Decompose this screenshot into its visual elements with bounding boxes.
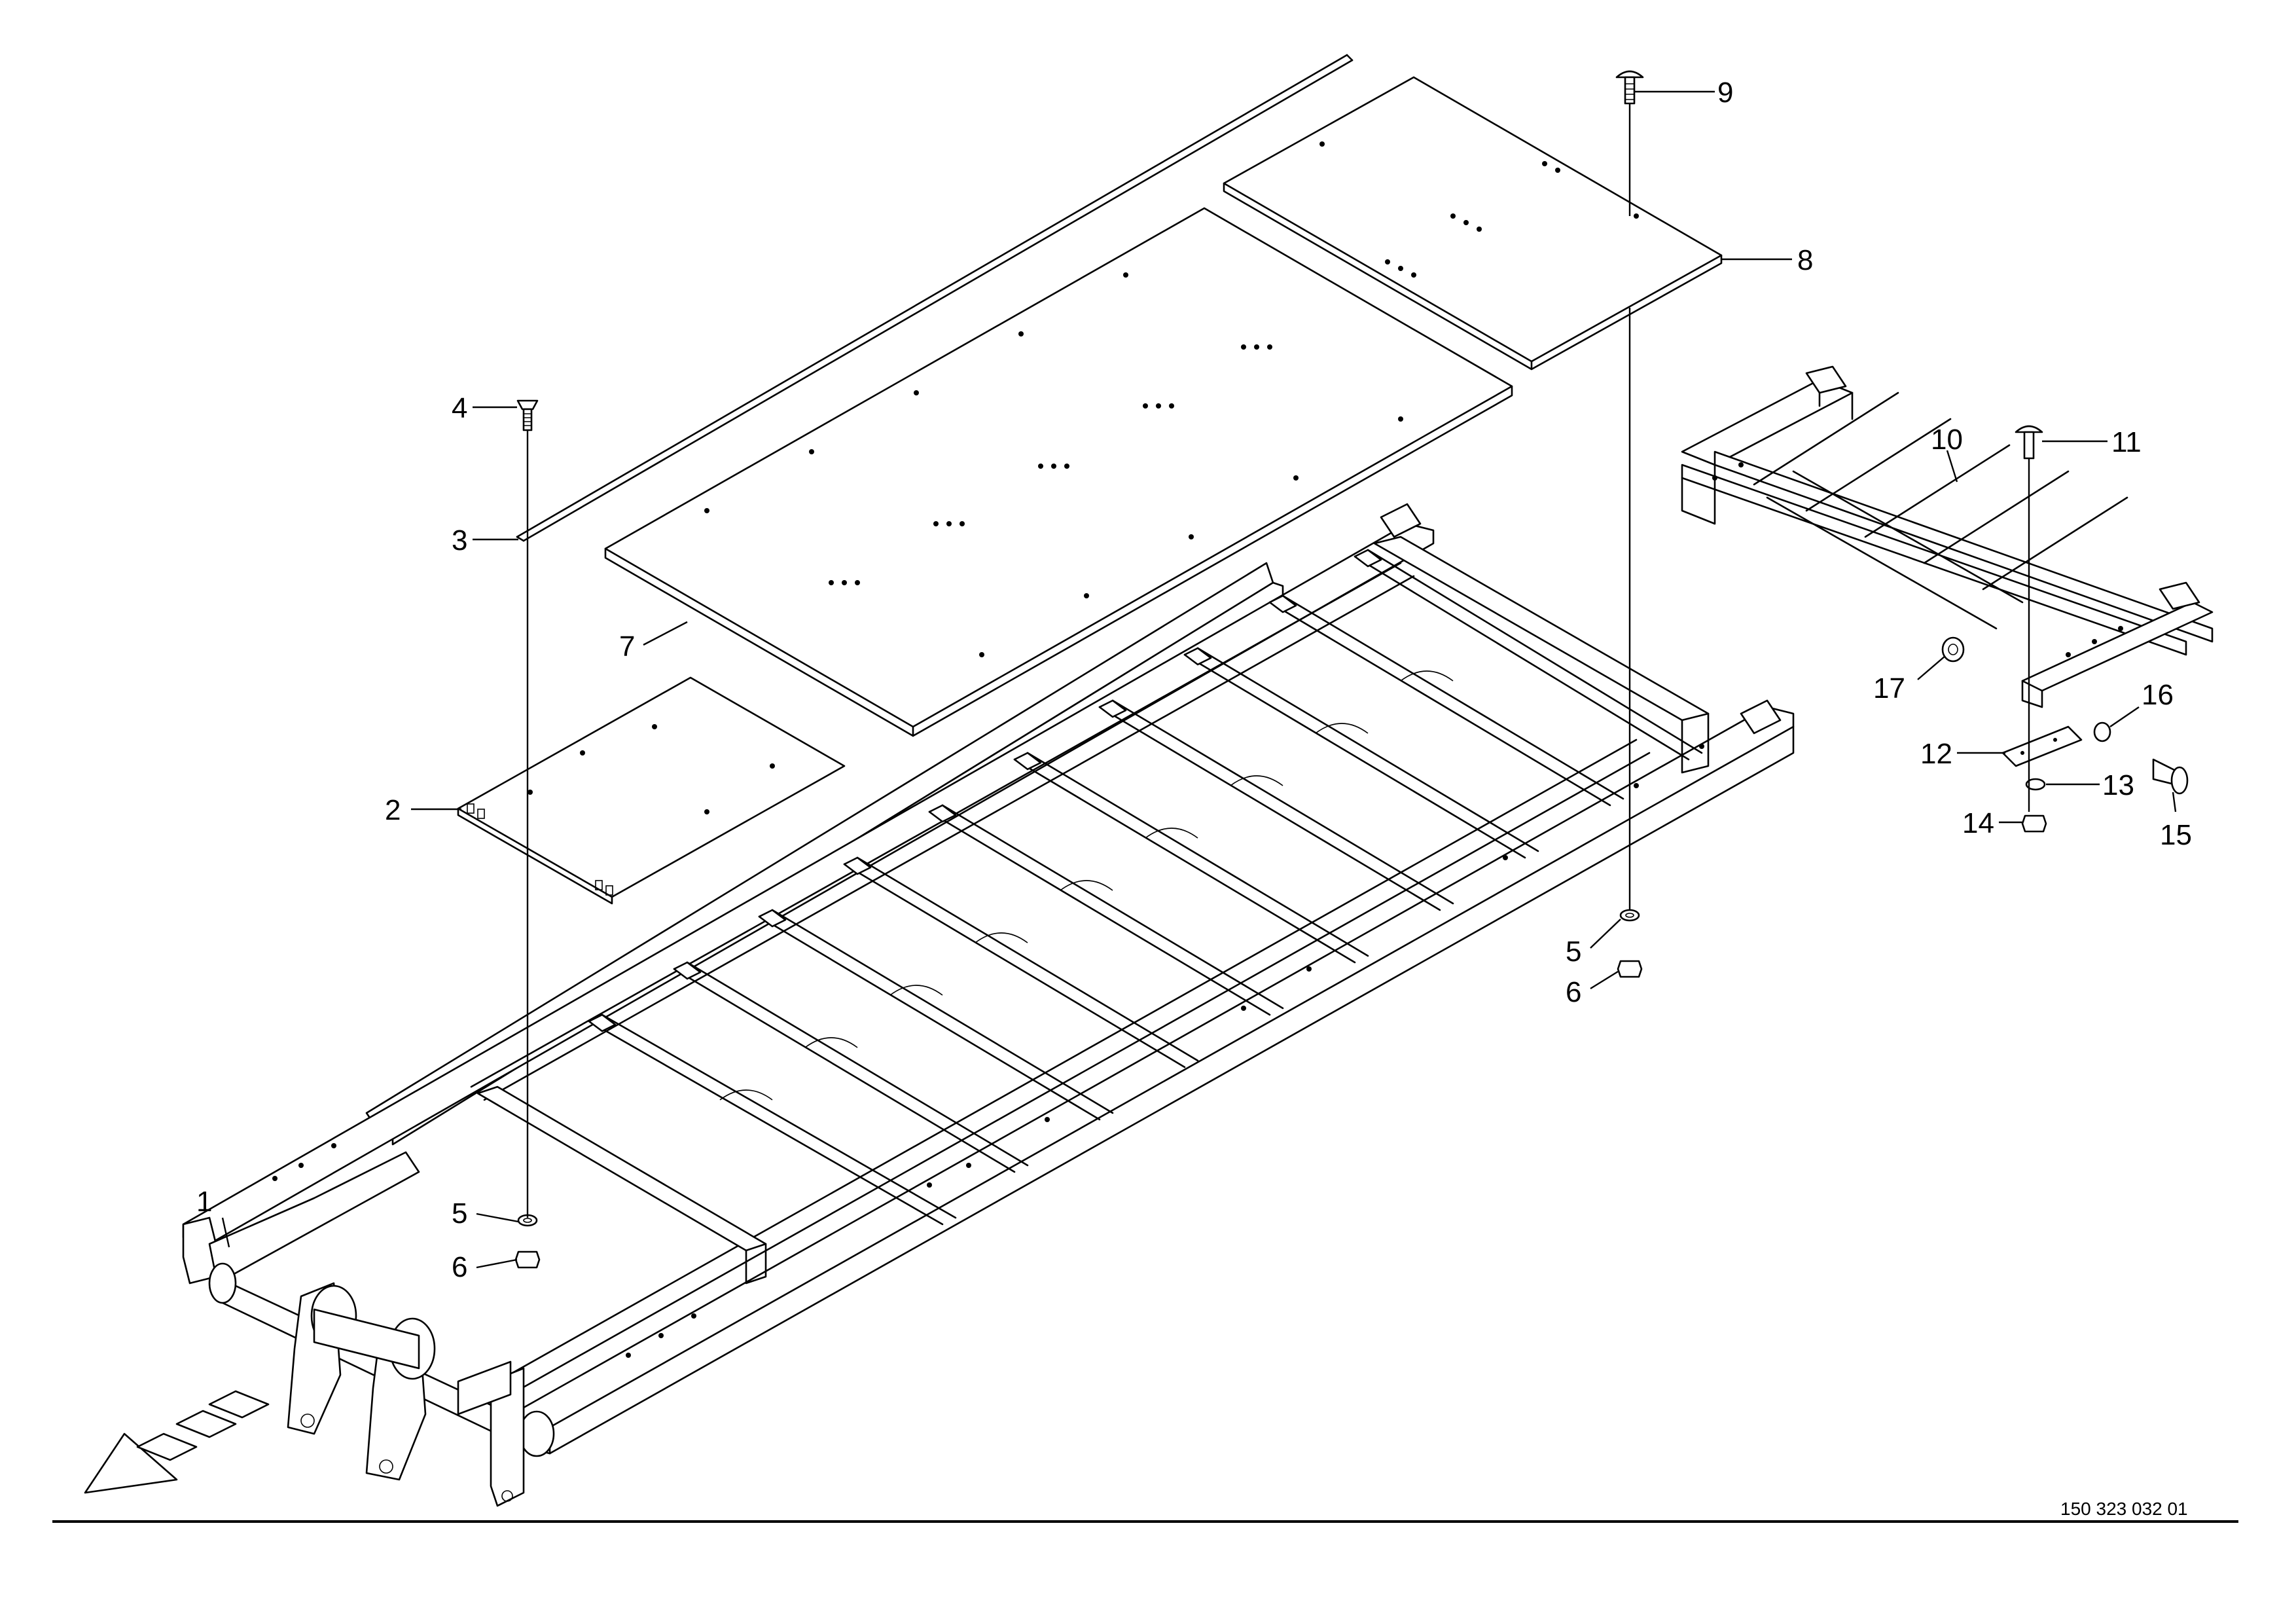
washer-part-5-right [1619, 909, 1640, 922]
callout-3: 3 [452, 524, 467, 556]
callout-2: 2 [385, 794, 401, 826]
callout-labels: 1 2 3 4 5 5 6 6 7 8 9 10 11 12 13 14 15 … [196, 77, 2192, 1283]
plate-part-12 [2001, 725, 2083, 767]
callout-5-right: 5 [1566, 936, 1581, 968]
carriage-bolt-part-15 [2152, 758, 2189, 795]
nut-part-6-right [1617, 960, 1643, 978]
callout-17: 17 [1873, 672, 1905, 704]
callout-10: 10 [1931, 424, 1963, 456]
callout-8: 8 [1797, 244, 1813, 276]
travel-direction-arrow-icon [84, 1390, 270, 1494]
assembly-axis-lines [526, 103, 2030, 1218]
callout-6-right: 6 [1566, 976, 1581, 1008]
nut-part-6-left [514, 1250, 541, 1269]
callout-4: 4 [452, 392, 467, 424]
callout-9: 9 [1717, 77, 1733, 109]
edge-strip-part-3 [516, 54, 1354, 542]
floor-plate-part-7 [604, 207, 1513, 737]
callout-15: 15 [2160, 819, 2192, 851]
callout-13: 13 [2102, 769, 2134, 801]
callout-1: 1 [196, 1186, 212, 1218]
callout-6-left: 6 [452, 1251, 467, 1283]
main-frame-part-1 [84, 503, 1795, 1507]
callout-7: 7 [619, 630, 635, 663]
carriage-bolt-part-9 [1615, 70, 1644, 105]
callout-11: 11 [2111, 426, 2142, 458]
carriage-bolt-part-11 [2015, 425, 2043, 460]
washer-part-13 [2025, 778, 2046, 791]
sub-frame-part-10 [1681, 365, 2214, 708]
cover-plate-part-2 [457, 676, 846, 905]
callout-14: 14 [1962, 807, 1994, 839]
bushing-part-17 [1941, 636, 1965, 663]
callout-12: 12 [1920, 738, 1952, 770]
callout-16: 16 [2142, 679, 2174, 711]
nut-part-14 [2021, 814, 2047, 833]
washer-part-16 [2093, 721, 2111, 742]
countersunk-bolt-part-4 [516, 399, 539, 431]
floor-plate-part-8 [1223, 76, 1723, 371]
drawing-number: 150 323 032 01 [2060, 1499, 2188, 1519]
callout-5-left: 5 [452, 1197, 467, 1230]
leader-lines [221, 90, 2177, 1269]
